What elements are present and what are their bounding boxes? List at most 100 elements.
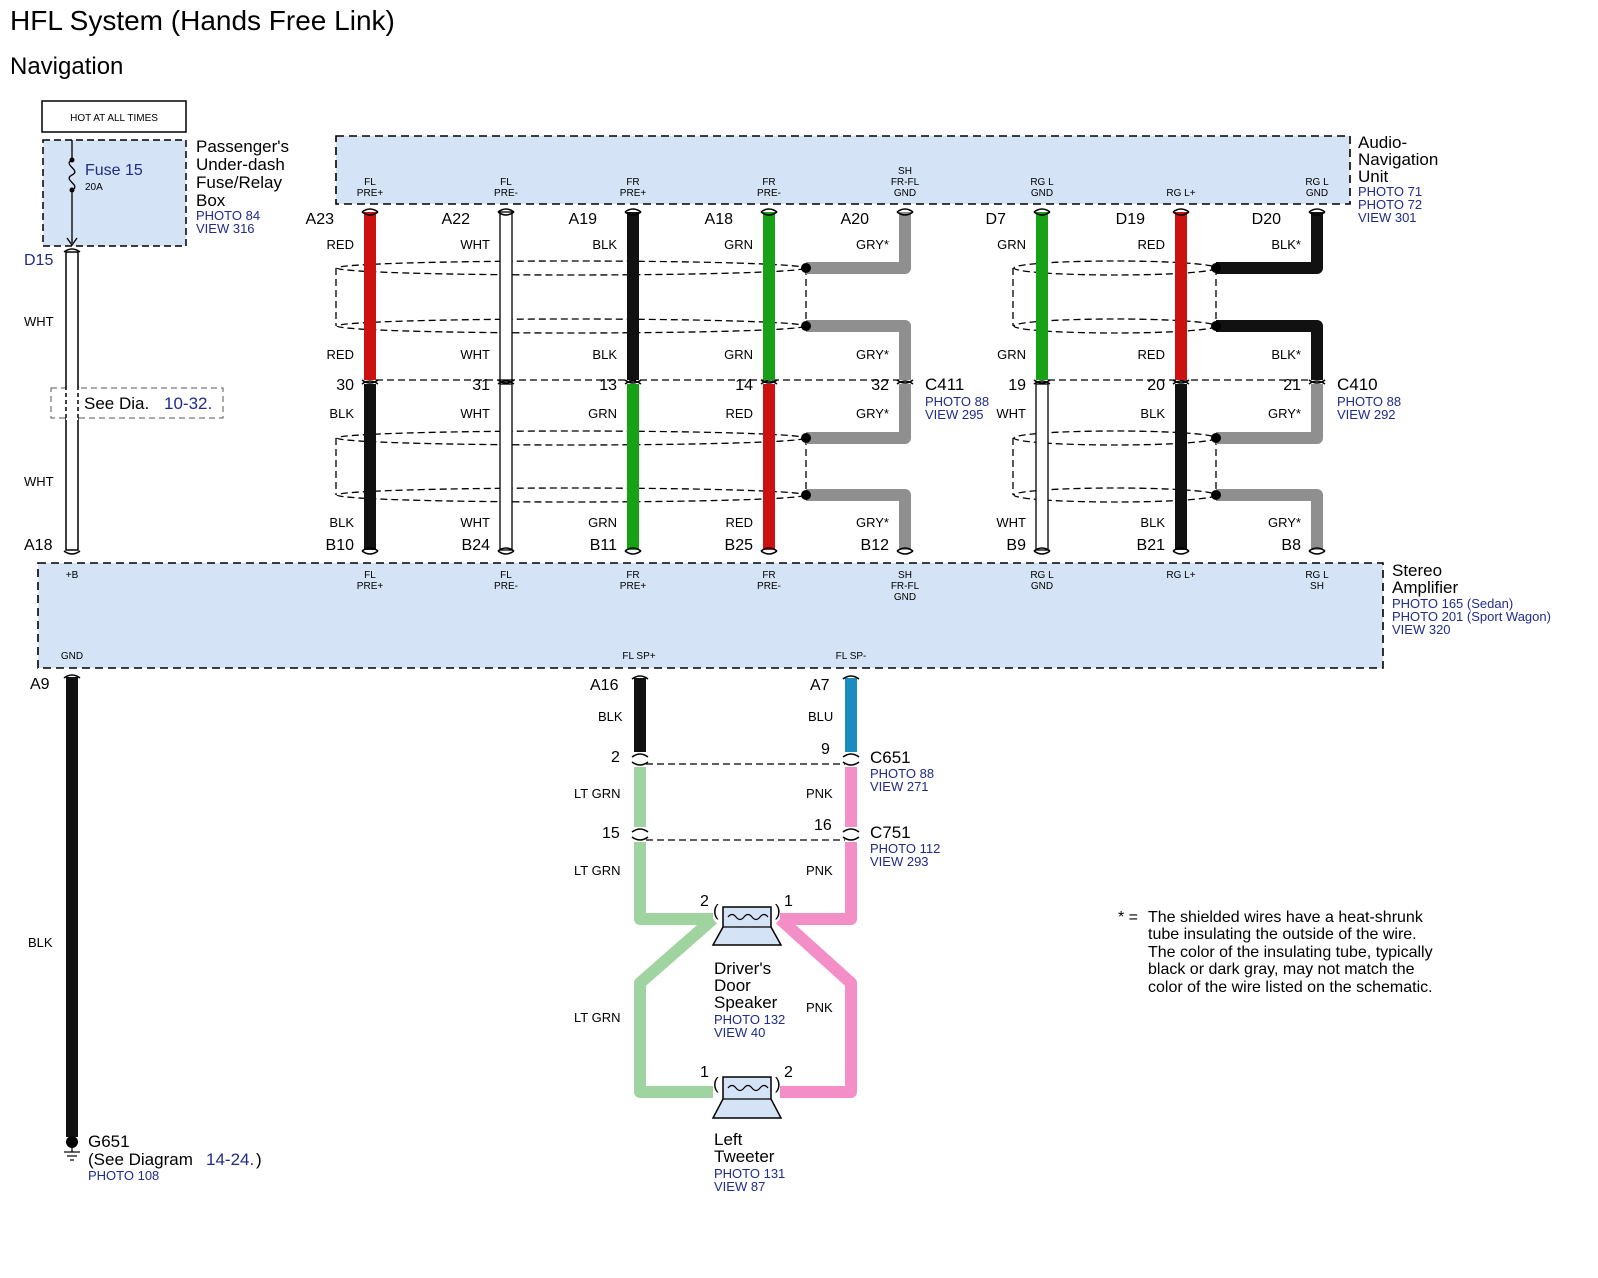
amp-term-label: FL [500,570,512,581]
wire-color-lower-bottom: WHT [460,515,490,530]
c651-connector-icon [631,753,860,766]
footnote-line-2: tube insulating the outside of the wire. [1148,926,1417,943]
nav-term-label: FR [762,177,775,188]
pin-cap [760,211,778,216]
pin-cap [624,547,642,552]
nav-pin-label: D7 [986,211,1007,228]
sp-plus-wire-upper [634,678,646,752]
stereo-amp-name-1: Stereo [1392,561,1442,580]
amp-pin-label: B12 [861,537,890,554]
fuse-box: HOT AT ALL TIMES Fuse 15 20A Passenger's… [24,100,289,269]
nav-pin-label: A18 [705,211,734,228]
pin-cap [624,208,642,213]
amp-term-fl-sp-minus: FL SP- [836,651,867,662]
nav-term-label: GND [1031,188,1053,199]
power-wire-color-lower: WHT [24,474,54,489]
splice-dot [801,263,811,273]
pin-cap [1172,208,1190,213]
connector-pin-label: 20 [1147,377,1165,394]
wire-upper [364,212,376,380]
fuse-box-name-4: Box [196,191,226,210]
ground-see-link[interactable]: 14-24. [206,1150,254,1169]
wire-color-lower-top: WHT [460,406,490,421]
fuse-box-name-3: Fuse/Relay [196,173,282,192]
pin-cap [1172,211,1190,216]
wire-color-top: GRN [997,237,1026,252]
speaker-pin-1: 1 [784,893,793,910]
lt-grn-wire-to-speaker [634,842,713,925]
amp-pin-label: B21 [1137,537,1166,554]
power-wire-group: WHT WHT A18 See Dia. 10-32. [24,248,224,555]
stereo-amp-ref-2: PHOTO 201 (Sport Wagon) [1392,609,1551,624]
pin-cap [760,547,778,552]
pin-cap [497,380,515,385]
amp-term-label: PRE+ [620,581,647,592]
hot-at-all-times-label: HOT AT ALL TIMES [70,113,158,124]
nav-pin-label: D19 [1116,211,1145,228]
speaker-name-3: Speaker [714,993,778,1012]
splice-dot [801,321,811,331]
ground-name: G651 [88,1132,130,1151]
pin-cap [896,379,914,384]
wire-color-upper-bottom: RED [1138,347,1165,362]
wire-upper [1175,212,1187,380]
connector-c411-ref-2: VIEW 295 [925,407,984,422]
connector-c410-ref-1: PHOTO 88 [1337,394,1401,409]
sp-plus-color-mid: LT GRN [574,786,620,801]
wire-color-lower-bottom: GRY* [1268,515,1301,530]
svg-text:(: ( [713,901,719,920]
pin-cap [896,208,914,213]
splice-dot [1211,490,1221,500]
wire-color-upper-bottom: GRY* [856,347,889,362]
pnk-wire-to-tweeter [775,914,857,1098]
pin-cap [497,550,515,555]
pin-cap [361,211,379,216]
pnk-label-split: PNK [806,1000,833,1015]
pin-cap [760,379,778,384]
amp-term-label: +B [66,570,79,581]
amp-term-label: PRE+ [357,581,384,592]
pin-cap [896,547,914,552]
connector-c410-name: C410 [1337,375,1378,394]
pin-cap [1308,547,1326,552]
connector-c411: C411 PHOTO 88 VIEW 295 [925,375,989,422]
nav-pin-label: A20 [841,211,870,228]
pin-cap [624,380,642,385]
footnote: * = The shielded wires have a heat-shrun… [1118,909,1433,996]
nav-term-label: RG L+ [1166,188,1195,199]
wire-color-top: RED [1138,237,1165,252]
fuse-rating: 20A [85,182,103,193]
ground-ref: PHOTO 108 [88,1168,159,1183]
audio-nav-name-1: Audio- [1358,133,1407,152]
splice-dot [1211,263,1221,273]
tweeter-name-1: Left [714,1130,743,1149]
amp-term-label: FR [762,570,775,581]
speaker-ref-1: PHOTO 132 [714,1012,785,1027]
audio-nav-name-3: Unit [1358,167,1389,186]
nav-term-label: FR-FL [891,177,920,188]
pin-cap [1308,379,1326,384]
drain-wire [1216,489,1323,550]
nav-term-label: PRE- [757,188,781,199]
wire-color-lower-bottom: RED [726,515,753,530]
see-dia-prefix: See Dia. [84,394,149,413]
connector-pin-label: 14 [735,377,753,394]
pin-cap [896,550,914,555]
connector-c651-ref-2: VIEW 271 [870,779,929,794]
svg-text:(: ( [713,1074,719,1093]
pin-cap [1308,380,1326,385]
ground-wire [66,677,78,1137]
wire-color-top: GRY* [856,237,889,252]
see-dia-link[interactable]: 10-32. [164,394,212,413]
footnote-line-3: The color of the insulating tube, typica… [1148,944,1433,961]
wire-upper [763,212,775,380]
sp-plus-color-upper: BLK [598,709,623,724]
speaker-name-1: Driver's [714,959,771,978]
